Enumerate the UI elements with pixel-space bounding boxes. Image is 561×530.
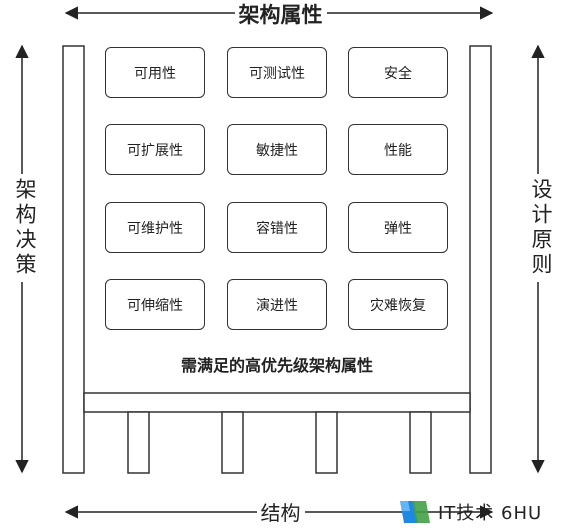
attribute-box: 敏捷性 [227,124,327,175]
center-title: 需满足的高优先级架构属性 [180,356,373,375]
watermark-text: IT技术 6HU [438,503,543,524]
attribute-box: 可用性 [105,47,205,98]
logo-icon [400,501,430,523]
left-pillar [62,45,85,474]
attribute-box: 安全 [348,47,448,98]
watermark: IT技术 6HU [398,496,542,528]
attribute-box: 可伸缩性 [105,279,205,330]
attribute-box: 演进性 [227,279,327,330]
crossbeam [83,392,471,413]
bottom-title: 结构 [0,498,561,528]
attribute-box: 可测试性 [227,47,327,98]
attribute-box: 容错性 [227,202,327,253]
right-pillar [469,45,492,474]
support-leg [221,411,244,474]
left-title: 架构决策 [10,174,40,282]
attribute-box: 弹性 [348,202,448,253]
attribute-box: 性能 [348,124,448,175]
right-title: 设计原则 [526,174,556,282]
attribute-box: 可维护性 [105,202,205,253]
support-leg [127,411,150,474]
attribute-box: 可扩展性 [105,124,205,175]
support-leg [315,411,338,474]
support-leg [409,411,432,474]
top-title: 架构属性 [0,0,561,30]
attribute-box: 灾难恢复 [348,279,448,330]
